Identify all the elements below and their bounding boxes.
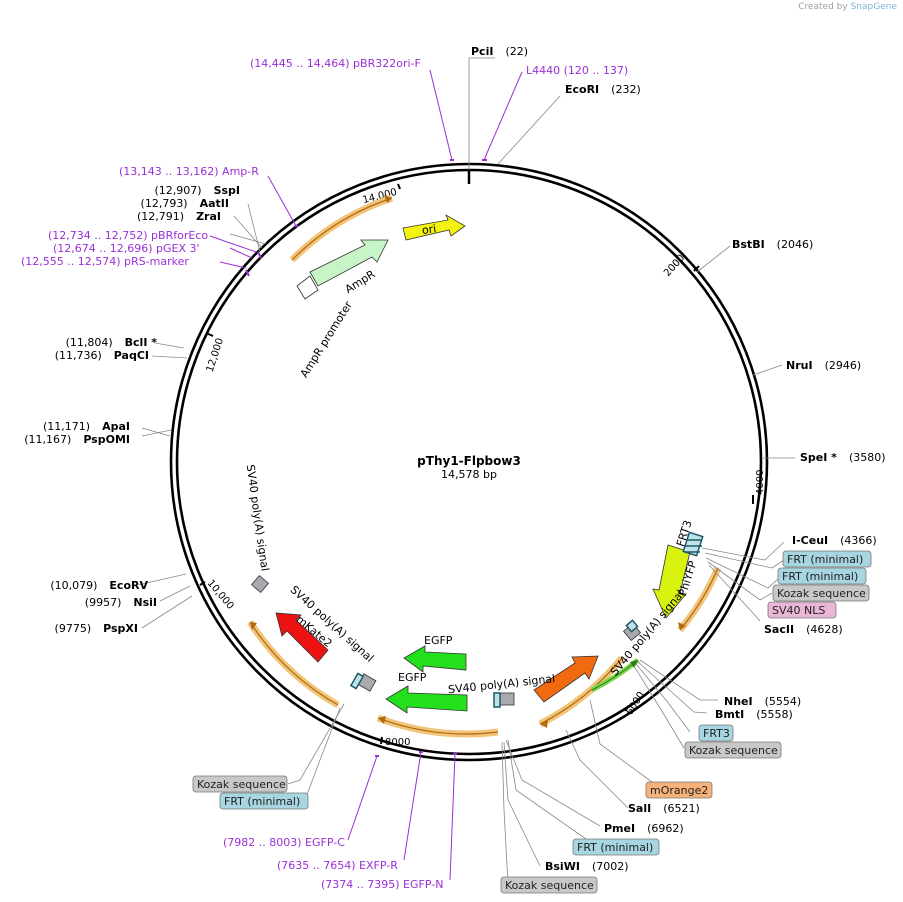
plasmid-length: 14,578 bp [441, 468, 497, 481]
box-frt-minimal-4: FRT (minimal) [224, 795, 300, 808]
box-frt3: FRT3 [703, 727, 730, 740]
site-BclI: (11,804)BclI * [66, 336, 158, 349]
orf-arc-egfp [376, 714, 499, 738]
primer-EXFP-R: (7635 .. 7654) EXFP-R [277, 859, 398, 872]
site-AatII: (12,793)AatII [141, 197, 229, 210]
leader-lines [137, 57, 795, 885]
box-frt-minimal-1: FRT (minimal) [787, 553, 863, 566]
site-BstBI: BstBI(2046) [732, 238, 813, 251]
primer-Amp-R: (13,143 .. 13,162) Amp-R [119, 165, 259, 178]
ampr-label: AmpR [343, 267, 378, 296]
primer-leaders [209, 69, 523, 881]
site-NheI: NheI(5554) [724, 695, 801, 708]
sv40-label-1: SV40 poly(A) signal [244, 464, 272, 572]
box-kozak-1: Kozak sequence [777, 587, 866, 600]
egfp-arrow-2 [385, 685, 468, 714]
egfp-arrow-1 [403, 645, 467, 673]
site-SalI: SalI(6521) [628, 802, 700, 815]
site-PaqCI: (11,736)PaqCI [55, 349, 149, 362]
site-labels: PciI(22) EcoRI(232) BstBI(2046) NruI(294… [471, 45, 886, 873]
primer-EGFP-C: (7982 .. 8003) EGFP-C [223, 836, 345, 849]
box-morange2: mOrange2 [650, 784, 708, 797]
ampr-arrow [309, 239, 389, 287]
box-kozak-2: Kozak sequence [689, 744, 778, 757]
site-EcoRV: (10,079)EcoRV [50, 579, 148, 592]
site-BsiWI: BsiWI(7002) [545, 860, 629, 873]
site-NruI: NruI(2946) [786, 359, 861, 372]
primer-markers [245, 159, 487, 757]
site-labels-left: (9775)PspXI (9957)NsiI (10,079)EcoRV (11… [24, 184, 240, 635]
tick-4000: 4000 [755, 470, 766, 495]
phiyfp-arrow [652, 544, 691, 619]
box-sv40-nls: SV40 NLS [772, 604, 825, 617]
site-PspXI: (9775)PspXI [55, 622, 138, 635]
primer-pGEX: (12,674 .. 12,696) pGEX 3' [53, 242, 200, 255]
site-SspI: (12,907)SspI [154, 184, 240, 197]
primer-labels: (14,445 .. 14,464) pBR322ori-F L4440 (12… [21, 57, 628, 891]
box-frt-minimal-2: FRT (minimal) [782, 570, 858, 583]
site-NsiI: (9957)NsiI [85, 596, 157, 609]
credit-created-by: Created by [798, 2, 848, 12]
credit-app: SnapGene [850, 2, 897, 12]
orf-arrowheads [250, 195, 686, 728]
ori-arrow [402, 214, 466, 241]
box-frt-minimal-3: FRT (minimal) [577, 841, 653, 854]
site-BmtI: BmtI(5558) [715, 708, 793, 721]
egfp-label-2: EGFP [398, 671, 427, 684]
primer-L4440: L4440 (120 .. 137) [526, 64, 628, 77]
primer-EGFP-N: (7374 .. 7395) EGFP-N [321, 878, 443, 891]
site-PciI: PciI(22) [471, 45, 528, 58]
morange-arrow [533, 655, 599, 703]
snapgene-credit: Created by SnapGene [798, 2, 897, 12]
site-SpeI: SpeI *(3580) [800, 451, 886, 464]
primer-pBR322ori-F: (14,445 .. 14,464) pBR322ori-F [250, 57, 421, 70]
tick-8000: 8000 [385, 737, 410, 748]
site-PspOMI: (11,167)PspOMI [24, 433, 130, 446]
box-labels [192, 550, 872, 894]
orf-arcs [247, 194, 722, 738]
site-PmeI: PmeI(6962) [604, 822, 684, 835]
box-kozak-4: Kozak sequence [197, 778, 286, 791]
primer-pRS-marker: (12,555 .. 12,574) pRS-marker [21, 255, 189, 268]
ampr-promoter-label: AmpR promoter [298, 299, 356, 380]
egfp-label-1: EGFP [424, 634, 453, 647]
tick-12000: 12,000 [205, 337, 226, 374]
plasmid-name: pThy1-Flpbow3 [417, 454, 521, 468]
ori-label: ori [421, 222, 437, 237]
ampr-promoter-arrow [296, 275, 319, 300]
site-ICeuI: I-CeuI(4366) [792, 534, 877, 547]
feature-arrows [275, 214, 691, 714]
site-ZraI: (12,791)ZraI [137, 210, 221, 223]
primer-pBRforEco: (12,734 .. 12,752) pBRforEco [48, 229, 208, 242]
box-label-texts: FRT (minimal) FRT (minimal) Kozak sequen… [197, 553, 866, 892]
site-EcoRI: EcoRI(232) [565, 83, 641, 96]
site-ApaI: (11,171)ApaI [43, 420, 130, 433]
frt-markers [349, 531, 704, 708]
mkate2-arrow [275, 612, 329, 663]
box-kozak-3: Kozak sequence [505, 879, 594, 892]
site-SacII: SacII(4628) [764, 623, 843, 636]
